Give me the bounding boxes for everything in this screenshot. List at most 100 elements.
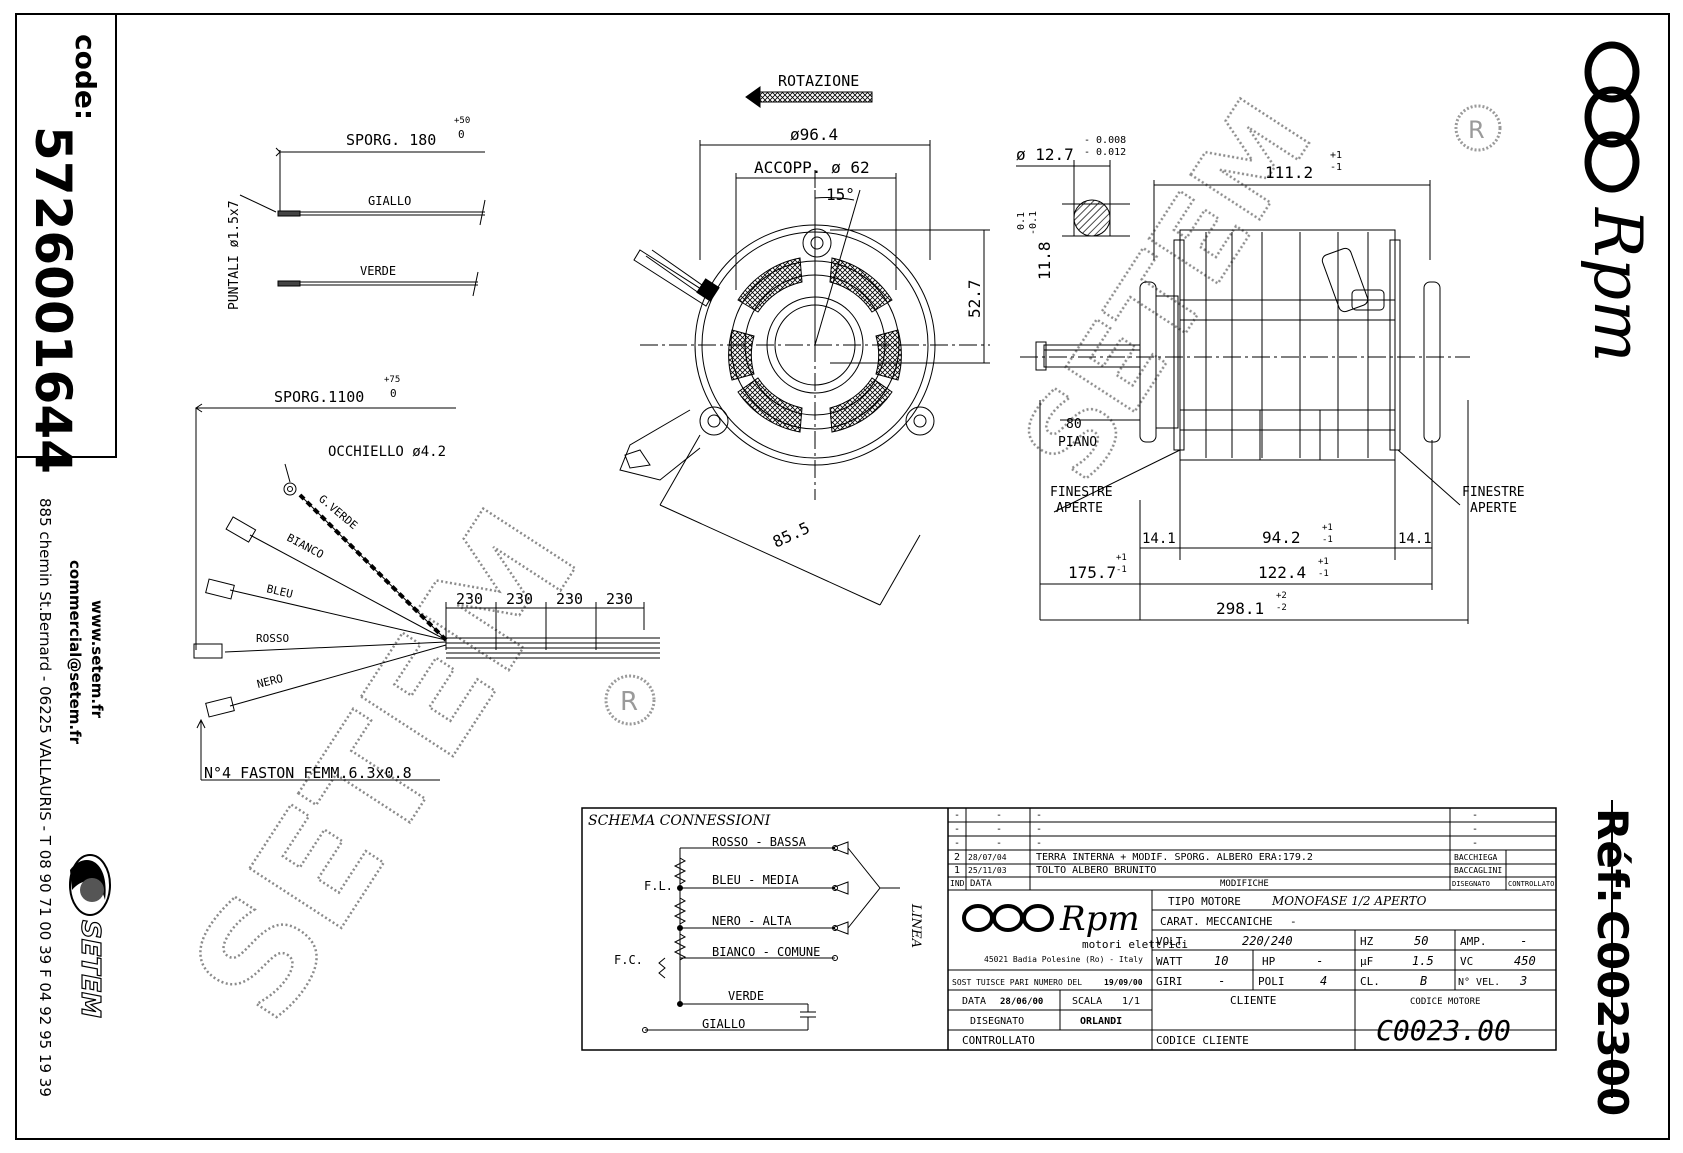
rev-row-5-data: 25/11/03 [968,866,1007,875]
rev-row-2-data: - [996,824,1002,835]
scala-value: 1/1 [1122,996,1140,1007]
sost-label: SOST TUISCE PARI NUMERO DEL [952,978,1082,987]
tipo-motore-label: TIPO MOTORE [1168,895,1241,908]
dim-diagonal-85: 85.5 [770,518,813,552]
wire-bleu-label: BLEU [265,582,294,601]
finestre-right-line1: FINESTRE [1462,485,1525,500]
rev-row-4-ind: 2 [954,852,960,863]
schema-giallo: GIALLO [702,1017,745,1031]
dim-122-4: 122.4 [1258,563,1306,582]
schema-fc: F.C. [614,953,643,967]
codice-motore-value: C0023.00 [1376,1014,1511,1047]
front-view [619,86,990,606]
cl-label: CL. [1360,975,1380,988]
controllato-label: CONTROLLATO [962,1034,1035,1047]
codice-motore-label: CODICE MOTORE [1410,997,1480,1007]
setem-logo: SETEM [69,854,111,1019]
sost-value: 19/09/00 [1104,978,1143,987]
rev-row-1-nome: - [1472,810,1478,821]
rev-row-2-nome: - [1472,824,1478,835]
rev-row-4-mod: TERRA INTERNA + MODIF. SPORG. ALBERO ERA… [1036,852,1313,863]
schema-bianco: BIANCO - COMUNE [712,945,820,959]
amp-label: AMP. [1460,935,1487,948]
dim-94-tol-bottom: -1 [1322,535,1333,545]
occhiello-label: OCCHIELLO ø4.2 [328,444,446,460]
hz-value: 50 [1414,934,1428,948]
sporg-1100-label: SPORG.1100 [274,388,364,406]
spacing-1: 230 [456,590,483,608]
dim-flat-tol-top: 0.1 [1016,212,1027,230]
rev-header-ind: IND [950,879,965,888]
vel-label: N° VEL. [1458,977,1500,988]
dim-175-tol-top: +1 [1116,553,1127,563]
rev-row-3-ind: - [954,838,960,849]
schema-rosso: ROSSO - BASSA [712,835,807,849]
rev-row-1-mod: - [1036,810,1042,821]
wire-rosso-label: ROSSO [256,632,289,645]
rev-header-disegnato: DISEGNATO [1452,880,1490,888]
hp-value: - [1316,954,1323,968]
rotation-label: ROTAZIONE [778,72,859,90]
dim-94-tol-top: +1 [1322,523,1333,533]
dim-diameter-96: ø96.4 [790,125,838,144]
uf-value: 1.5 [1412,954,1434,968]
watermark-registered-1: R [620,687,638,717]
spacing-2: 230 [506,590,533,608]
volt-label: VOLT [1156,935,1183,948]
vc-value: 450 [1514,954,1536,968]
rev-row-3-data: - [996,838,1002,849]
rpm-logo-text: Rpm [1579,207,1656,363]
faston-label: N°4 FASTON FEMM.6.3x0.8 [204,764,412,782]
cliente-label: CLIENTE [1230,994,1276,1007]
sporg-180-label: SPORG. 180 [346,131,436,149]
dim-length-111: 111.2 [1265,163,1313,182]
bottom-table [581,807,1557,1051]
watermark-registered-2: R [1468,116,1485,144]
title-company-addr: 45021 Badia Polesine (Ro) - Italy [984,955,1143,964]
rev-row-2-ind: - [954,824,960,835]
uf-label: µF [1360,955,1373,968]
disegnato-value: ORLANDI [1080,1016,1122,1027]
rev-row-1-ind: - [954,810,960,821]
wire-g-verde [298,493,448,642]
dim-122-tol-top: +1 [1318,557,1329,567]
dim-298-tol-top: +2 [1276,591,1287,601]
scala-label: SCALA [1072,996,1102,1007]
left-panel: code: 5726001644 www.setem.fr commercial… [15,13,117,1097]
poli-value: 4 [1320,974,1327,988]
schema-bleu: BLEU - MEDIA [712,873,799,887]
side-view [1016,160,1470,624]
cl-value: B [1420,974,1427,988]
wire-nero-label: NERO [256,672,285,691]
dim-122-tol-bottom: -1 [1318,569,1329,579]
giri-label: GIRI [1156,975,1183,988]
dim-flat-11-8: 11.8 [1035,241,1054,280]
data-label: DATA [962,996,986,1007]
sporg-180-tol-top: +50 [454,116,470,126]
wire-g-verde-label: G.VERDE [316,492,360,532]
title-company-name: Rpm [1059,899,1140,939]
dim-height-52: 52.7 [965,279,984,318]
dim-94-2: 94.2 [1262,528,1301,547]
wire-giallo-label: GIALLO [368,194,411,208]
rev-row-1-data: - [996,810,1002,821]
volt-value: 220/240 [1242,934,1293,948]
schema-nero: NERO - ALTA [712,914,792,928]
disegnato-label: DISEGNATO [970,1016,1024,1027]
dim-14-1-left: 14.1 [1142,531,1176,547]
finestre-right-line2: APERTE [1470,501,1517,516]
dim-14-1-right: 14.1 [1398,531,1432,547]
schema-fl: F.L. [644,879,673,893]
dim-piano-label: PIANO [1058,435,1097,450]
rev-row-3-mod: - [1036,838,1042,849]
dim-shaft-tol-top: - 0.008 [1084,135,1126,146]
dim-shaft-tol-bottom: - 0.012 [1084,147,1126,158]
watt-label: WATT [1156,955,1183,968]
schema-linea: LINEA [908,903,923,948]
company-email: commercial@setem.fr [66,560,84,745]
tipo-motore-value: MONOFASE 1/2 APERTO [1271,894,1427,908]
spacing-4: 230 [606,590,633,608]
vel-value: 3 [1519,974,1527,988]
rev-row-5-mod: TOLTO ALBERO BRUNITO [1036,865,1156,876]
